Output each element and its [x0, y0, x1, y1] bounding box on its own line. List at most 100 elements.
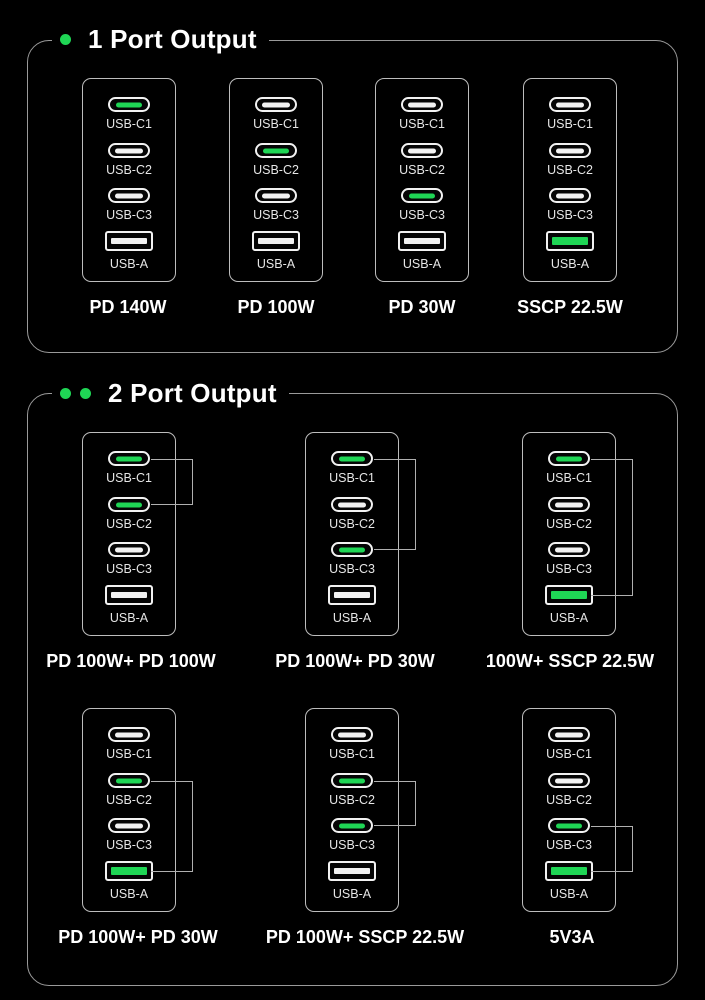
- output-caption: 100W+ SSCP 22.5W: [485, 651, 655, 671]
- port-contact: [409, 193, 435, 198]
- port-label: USB-C3: [399, 208, 445, 222]
- usb-a-port-icon: [398, 231, 446, 251]
- usb-c2-port-icon: [108, 143, 150, 158]
- usb-c1-port-icon: [255, 97, 297, 112]
- port-contact: [339, 823, 365, 828]
- port-label: USB-C1: [546, 471, 592, 485]
- port-pair-bracket: [591, 826, 633, 872]
- usb-a-port-icon: [105, 861, 153, 881]
- port-label: USB-C1: [253, 117, 299, 131]
- one-port-section: [27, 40, 678, 353]
- usb-c3-port-icon: [331, 542, 373, 557]
- usb-c2-port-icon: [549, 143, 591, 158]
- port-label: USB-C3: [329, 562, 375, 576]
- port-label: USB-C1: [546, 747, 592, 761]
- port-label: USB-A: [109, 257, 149, 271]
- port-label: USB-C3: [547, 208, 593, 222]
- port-pair-bracket: [151, 781, 193, 872]
- port-label: USB-C1: [106, 471, 152, 485]
- usb-c3-port-icon: [108, 542, 150, 557]
- usb-c3-port-icon: [108, 188, 150, 203]
- port-label: USB-C2: [329, 793, 375, 807]
- port-contact: [555, 732, 583, 737]
- port-contact: [339, 547, 365, 552]
- port-label: USB-A: [550, 257, 590, 271]
- port-contact: [116, 502, 142, 507]
- output-caption: PD 100W+ PD 100W: [46, 651, 216, 671]
- port-contact: [556, 148, 584, 153]
- port-label: USB-A: [332, 611, 372, 625]
- port-label: USB-C2: [253, 163, 299, 177]
- two-port-header: 2 Port Output: [52, 378, 289, 408]
- port-contact: [408, 102, 436, 107]
- port-label: USB-A: [549, 887, 589, 901]
- port-label: USB-C3: [106, 838, 152, 852]
- usb-c1-port-icon: [548, 451, 590, 466]
- usb-a-port-icon: [252, 231, 300, 251]
- port-label: USB-C3: [329, 838, 375, 852]
- port-contact: [116, 102, 142, 107]
- port-contact: [111, 592, 147, 598]
- port-label: USB-C3: [546, 562, 592, 576]
- usb-c3-port-icon: [108, 818, 150, 833]
- port-contact: [339, 778, 365, 783]
- port-contact: [339, 456, 365, 461]
- port-contact: [116, 778, 142, 783]
- port-contact: [551, 867, 587, 875]
- one-port-header: 1 Port Output: [52, 24, 269, 54]
- port-pair-bracket: [151, 459, 193, 505]
- usb-c1-port-icon: [401, 97, 443, 112]
- port-label: USB-C1: [106, 747, 152, 761]
- port-contact: [556, 823, 582, 828]
- output-caption: PD 30W: [388, 297, 456, 317]
- usb-c2-port-icon: [331, 773, 373, 788]
- port-label: USB-C2: [329, 517, 375, 531]
- usb-a-port-icon: [105, 585, 153, 605]
- port-label: USB-C3: [106, 208, 152, 222]
- output-caption: PD 140W: [89, 297, 167, 317]
- output-caption: PD 100W+ PD 30W: [58, 927, 218, 947]
- usb-c1-port-icon: [549, 97, 591, 112]
- section-title: 1 Port Output: [88, 23, 257, 54]
- usb-a-port-icon: [105, 231, 153, 251]
- indicator-dot: [80, 387, 91, 399]
- port-label: USB-A: [332, 887, 372, 901]
- port-label: USB-C1: [329, 747, 375, 761]
- usb-c2-port-icon: [331, 497, 373, 512]
- output-caption: PD 100W+ SSCP 22.5W: [265, 927, 465, 947]
- output-caption: 5V3A: [549, 927, 595, 947]
- port-label: USB-C1: [547, 117, 593, 131]
- port-pair-bracket: [374, 781, 416, 826]
- port-label: USB-C3: [546, 838, 592, 852]
- usb-c1-port-icon: [331, 451, 373, 466]
- port-label: USB-C1: [329, 471, 375, 485]
- port-contact: [334, 868, 370, 874]
- port-contact: [555, 778, 583, 783]
- usb-c1-port-icon: [548, 727, 590, 742]
- usb-c1-port-icon: [108, 97, 150, 112]
- port-pair-bracket: [591, 459, 633, 596]
- usb-a-port-icon: [328, 861, 376, 881]
- port-label: USB-C3: [253, 208, 299, 222]
- port-contact: [552, 237, 588, 245]
- usb-c2-port-icon: [548, 497, 590, 512]
- usb-a-port-icon: [545, 861, 593, 881]
- usb-c2-port-icon: [255, 143, 297, 158]
- port-contact: [408, 148, 436, 153]
- port-label: USB-A: [109, 611, 149, 625]
- port-pair-bracket: [374, 459, 416, 550]
- section-title: 2 Port Output: [108, 377, 277, 408]
- two-port-section: [27, 393, 678, 986]
- usb-c1-port-icon: [108, 451, 150, 466]
- usb-c2-port-icon: [548, 773, 590, 788]
- port-contact: [551, 591, 587, 599]
- port-contact: [338, 732, 366, 737]
- output-caption: PD 100W: [237, 297, 315, 317]
